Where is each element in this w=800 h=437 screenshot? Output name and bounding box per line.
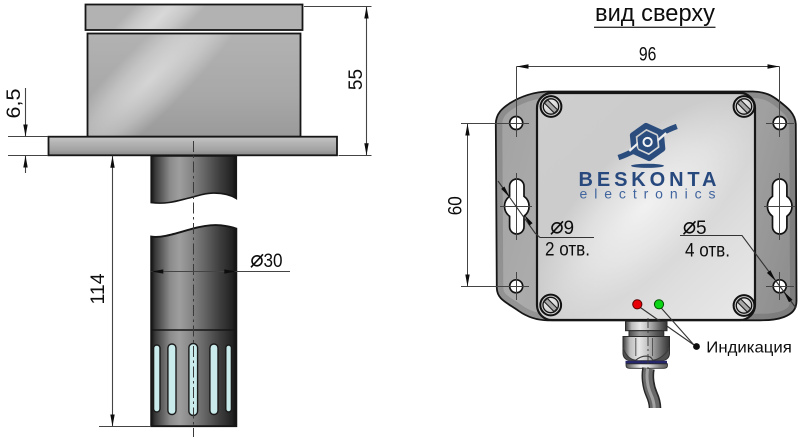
- svg-text:вид сверху: вид сверху: [595, 0, 715, 27]
- svg-text:5: 5: [696, 218, 707, 239]
- svg-text:2 отв.: 2 отв.: [545, 239, 590, 260]
- svg-text:Индикация: Индикация: [706, 340, 792, 357]
- svg-text:30: 30: [264, 251, 283, 272]
- svg-text:55: 55: [346, 69, 367, 90]
- svg-text:6,5: 6,5: [4, 89, 25, 119]
- svg-text:9: 9: [564, 218, 575, 239]
- svg-text:96: 96: [639, 45, 657, 66]
- svg-text:60: 60: [446, 196, 467, 215]
- svg-text:114: 114: [88, 273, 109, 304]
- svg-text:4 отв.: 4 отв.: [685, 241, 730, 262]
